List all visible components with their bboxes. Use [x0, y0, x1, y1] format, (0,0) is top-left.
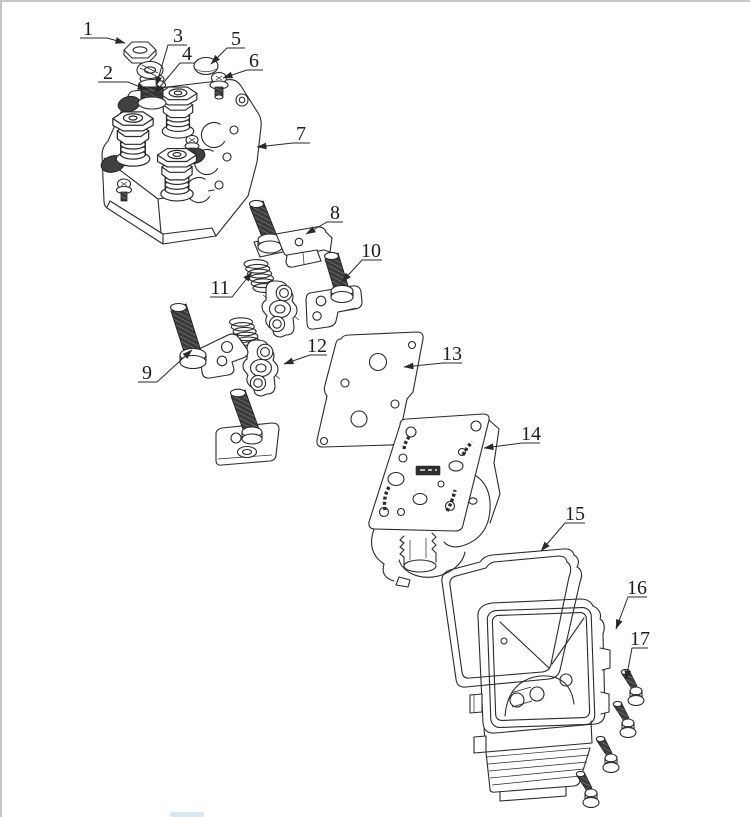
callout-10: 10 — [341, 240, 382, 283]
callout-14: 14 — [483, 423, 541, 451]
part-17-screw — [595, 735, 620, 774]
callout-12: 12 — [283, 335, 327, 365]
part-17-screw — [575, 770, 600, 809]
part-15-seal-ring — [441, 548, 583, 688]
coil-terminal-screw — [115, 178, 133, 202]
callout-5: 5 — [210, 28, 245, 65]
callout-number: 17 — [630, 628, 650, 650]
callout-number: 3 — [173, 25, 183, 47]
callout-15: 15 — [540, 503, 585, 552]
callout-number: 2 — [103, 62, 113, 84]
part-1-hex-nut — [123, 41, 157, 64]
callout-16: 16 — [615, 577, 647, 630]
part-16-lower-housing — [469, 598, 611, 802]
slotted-washer — [136, 60, 164, 80]
terminal-stack — [158, 86, 198, 139]
callout-8: 8 — [305, 202, 343, 235]
callout-6: 6 — [222, 50, 263, 79]
callout-7: 7 — [256, 123, 310, 150]
part-17-screw — [612, 700, 637, 739]
terminal-stack — [156, 147, 198, 202]
part-13-gasket-plate — [316, 331, 424, 448]
part-8-terminal-bracket — [248, 199, 333, 268]
callout-4: 4 — [153, 43, 195, 95]
callout-number: 13 — [442, 343, 462, 365]
window-frame-left-edge — [0, 0, 2, 817]
callout-number: 1 — [83, 18, 93, 40]
callout-number: 8 — [330, 202, 340, 224]
callout-17: 17 — [624, 628, 650, 681]
window-frame-top-edge — [0, 0, 750, 2]
callout-number: 7 — [296, 123, 306, 145]
callout-number: 11 — [210, 277, 229, 299]
part-17-screw — [620, 668, 645, 707]
callout-number: 9 — [142, 362, 152, 384]
callout-number: 16 — [627, 577, 647, 599]
callout-number: 14 — [521, 423, 541, 445]
partial-cropped-element — [170, 812, 204, 817]
callout-3: 3 — [155, 25, 187, 87]
terminal-stack — [112, 111, 154, 167]
callout-2: 2 — [98, 62, 148, 91]
callout-13: 13 — [403, 343, 462, 370]
stud-clamp-assembly — [215, 388, 280, 466]
callout-1: 1 — [80, 18, 126, 44]
callout-number: 12 — [307, 335, 327, 357]
callout-number: 5 — [231, 28, 241, 50]
callout-11: 11 — [210, 271, 253, 299]
callout-number: 4 — [182, 43, 192, 65]
callout-number: 6 — [249, 50, 259, 72]
exploded-terminal-stud — [137, 73, 167, 110]
housing-lug — [200, 121, 239, 149]
callout-9: 9 — [138, 349, 193, 384]
movable-contact — [242, 339, 281, 397]
part-9-terminal-bracket — [169, 302, 249, 379]
housing-corner-hole — [235, 93, 249, 107]
callout-number: 10 — [361, 240, 381, 262]
part-10-terminal-bracket — [305, 251, 363, 330]
part-12-movable-contact — [261, 280, 300, 338]
callout-number: 15 — [565, 503, 585, 525]
part-14-coil-assembly — [368, 413, 501, 588]
